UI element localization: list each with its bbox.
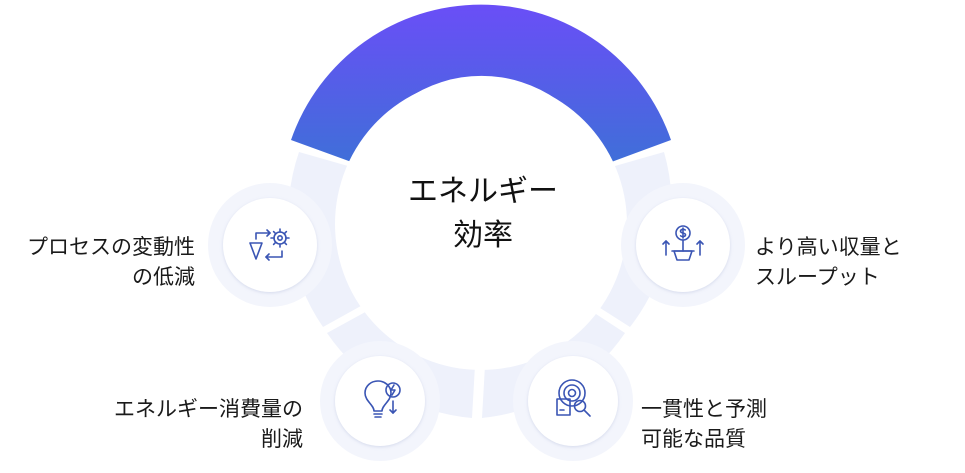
node-energy [320,341,440,461]
label-quality-line2: 可能な品質 [641,427,746,451]
center-circle [335,78,627,370]
process-gear-icon [249,228,290,261]
center-title-line1: エネルギー [408,174,558,209]
label-throughput-line2: スループット [755,265,880,289]
target-box-search-icon [556,379,591,417]
label-variability-line2: の低減 [132,265,195,289]
label-energy-line2: 削減 [261,427,303,451]
center-title-line2: 効率 [453,218,513,253]
money-plant-growth-icon [662,225,704,261]
node-variability-inner [223,198,317,292]
label-throughput: より高い収量と スループット [755,232,902,292]
label-quality-line1: 一貫性と予測 [641,397,767,421]
label-energy: エネルギー消費量の 削減 [114,394,303,454]
label-energy-line1: エネルギー消費量の [114,397,303,421]
label-variability-line1: プロセスの変動性 [27,235,195,259]
lightbulb-energy-down-icon [364,380,401,418]
center-title: エネルギー 効率 [338,170,628,258]
top-gradient-arc [291,4,671,165]
label-throughput-line1: より高い収量と [755,235,902,259]
label-variability: プロセスの変動性 の低減 [27,232,195,292]
node-energy-inner [335,356,425,446]
label-quality: 一貫性と予測 可能な品質 [641,394,767,454]
node-variability [208,183,332,307]
